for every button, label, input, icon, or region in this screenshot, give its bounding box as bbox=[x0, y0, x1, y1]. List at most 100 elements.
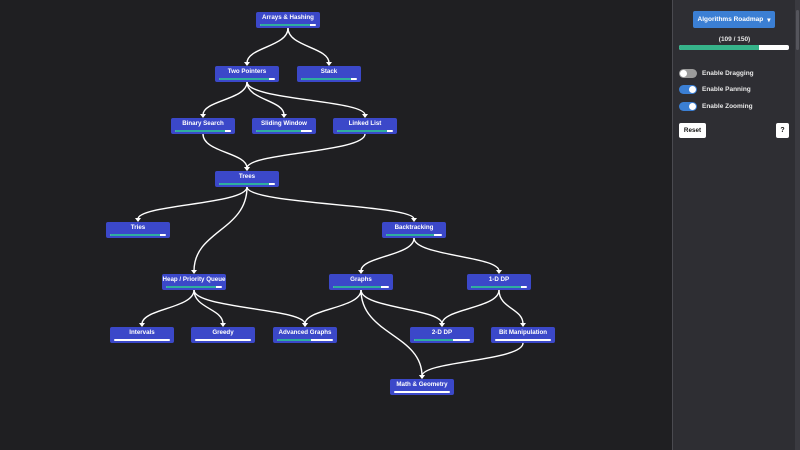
roadmap-node-trees[interactable]: Trees bbox=[215, 171, 279, 187]
roadmap-node-progress-fill bbox=[337, 130, 388, 132]
roadmap-node-tries[interactable]: Tries bbox=[106, 222, 170, 238]
toggle-row-dragging: Enable Dragging bbox=[679, 68, 754, 78]
toggle-row-panning: Enable Panning bbox=[679, 84, 751, 94]
roadmap-node-progress-bar bbox=[195, 339, 251, 341]
edge-backtracking-graphs bbox=[360, 237, 415, 272]
roadmap-node-label: Math & Geometry bbox=[396, 381, 448, 388]
edge-binary_search-trees bbox=[202, 133, 248, 169]
edge-arrowhead-dp1-dp2 bbox=[439, 323, 445, 327]
roadmap-node-progress-bar bbox=[337, 130, 393, 132]
edge-arrowhead-backtracking-graphs bbox=[358, 270, 364, 274]
roadmap-node-math-geometry[interactable]: Math & Geometry bbox=[390, 379, 454, 395]
caret-down-icon: ▾ bbox=[767, 16, 771, 24]
roadmap-node-progress-bar bbox=[110, 234, 166, 236]
roadmap-node-backtracking[interactable]: Backtracking bbox=[382, 222, 446, 238]
edge-two_pointers-binary_search bbox=[202, 81, 248, 116]
edge-trees-heap bbox=[193, 186, 248, 272]
toggle-row-zooming: Enable Zooming bbox=[679, 101, 753, 111]
edge-linked_list-trees bbox=[246, 133, 366, 169]
edge-arrowhead-two_pointers-binary_search bbox=[200, 114, 206, 118]
edge-arrowhead-two_pointers-linked_list bbox=[362, 114, 368, 118]
roadmap-node-label: Tries bbox=[130, 224, 146, 231]
roadmap-node-progress-fill bbox=[219, 183, 270, 185]
edge-trees-backtracking bbox=[246, 186, 415, 220]
roadmap-node-progress-fill bbox=[110, 234, 161, 236]
roadmap-node-label: Greedy bbox=[212, 329, 234, 336]
roadmap-node-intervals[interactable]: Intervals bbox=[110, 327, 174, 343]
edge-dp1-bit_manipulation bbox=[498, 289, 524, 325]
edge-two_pointers-sliding_window bbox=[246, 81, 285, 116]
edge-graphs-advanced_graphs bbox=[304, 289, 362, 325]
overall-progress-bar bbox=[679, 45, 789, 50]
roadmap-node-label: Trees bbox=[238, 173, 256, 180]
roadmap-node-label: Binary Search bbox=[182, 120, 224, 127]
edge-arrowhead-heap-greedy bbox=[220, 323, 226, 327]
roadmap-node-dp2[interactable]: 2-D DP bbox=[410, 327, 474, 343]
roadmap-node-progress-bar bbox=[219, 78, 275, 80]
roadmap-node-advanced-graphs[interactable]: Advanced Graphs bbox=[273, 327, 337, 343]
zooming-toggle[interactable] bbox=[679, 101, 697, 111]
edge-dp1-dp2 bbox=[441, 289, 500, 325]
roadmap-node-arrays[interactable]: Arrays & Hashing bbox=[256, 12, 320, 28]
edge-heap-greedy bbox=[193, 289, 224, 325]
roadmap-node-progress-bar bbox=[114, 339, 170, 341]
roadmap-select-button[interactable]: Algorithms Roadmap ▾ bbox=[693, 11, 775, 28]
dragging-toggle[interactable] bbox=[679, 68, 697, 78]
roadmap-node-dp1[interactable]: 1-D DP bbox=[467, 274, 531, 290]
roadmap-node-progress-fill bbox=[175, 130, 226, 132]
roadmap-node-graphs[interactable]: Graphs bbox=[329, 274, 393, 290]
roadmap-node-progress-fill bbox=[414, 339, 454, 341]
edge-arrowhead-graphs-advanced_graphs bbox=[302, 323, 308, 327]
roadmap-node-two-pointers[interactable]: Two Pointers bbox=[215, 66, 279, 82]
roadmap-node-sliding-window[interactable]: Sliding Window bbox=[252, 118, 316, 134]
panning-toggle-label: Enable Panning bbox=[702, 85, 751, 93]
roadmap-node-label: Linked List bbox=[348, 120, 382, 127]
edge-trees-tries bbox=[137, 186, 248, 220]
zooming-toggle-label: Enable Zooming bbox=[702, 102, 753, 110]
roadmap-node-stack[interactable]: Stack bbox=[297, 66, 361, 82]
roadmap-node-progress-fill bbox=[301, 78, 352, 80]
panning-toggle[interactable] bbox=[679, 84, 697, 94]
edge-arrowhead-backtracking-dp1 bbox=[496, 270, 502, 274]
roadmap-node-label: 2-D DP bbox=[431, 329, 453, 336]
control-panel: Algorithms Roadmap ▾ (109 / 150) Enable … bbox=[672, 0, 800, 450]
roadmap-node-progress-bar bbox=[495, 339, 551, 341]
edge-arrowhead-two_pointers-sliding_window bbox=[281, 114, 287, 118]
edge-arrowhead-dp1-bit_manipulation bbox=[520, 323, 526, 327]
roadmap-node-bit-manipulation[interactable]: Bit Manipulation bbox=[491, 327, 555, 343]
panel-scrollbar[interactable] bbox=[795, 0, 800, 450]
roadmap-node-progress-bar bbox=[471, 286, 527, 288]
roadmap-select-label: Algorithms Roadmap bbox=[697, 16, 764, 23]
edge-arrowhead-heap-intervals bbox=[139, 323, 145, 327]
dragging-toggle-label: Enable Dragging bbox=[702, 69, 754, 77]
roadmap-node-greedy[interactable]: Greedy bbox=[191, 327, 255, 343]
roadmap-node-label: Backtracking bbox=[394, 224, 434, 231]
reset-button[interactable]: Reset bbox=[679, 123, 706, 138]
roadmap-node-label: Two Pointers bbox=[227, 68, 267, 75]
roadmap-node-progress-bar bbox=[394, 391, 450, 393]
roadmap-node-progress-fill bbox=[166, 286, 217, 288]
edge-arrowhead-bit_manipulation-math_geometry bbox=[419, 375, 425, 379]
roadmap-node-label: Graphs bbox=[350, 276, 372, 283]
roadmap-node-progress-bar bbox=[166, 286, 222, 288]
help-button[interactable]: ? bbox=[776, 123, 789, 138]
roadmap-node-progress-fill bbox=[256, 130, 301, 132]
edge-arrays-stack bbox=[287, 27, 330, 64]
roadmap-node-label: Stack bbox=[320, 68, 338, 75]
edge-arrowhead-arrays-two_pointers bbox=[244, 62, 250, 66]
edge-arrowhead-trees-backtracking bbox=[411, 218, 417, 222]
roadmap-node-heap[interactable]: Heap / Priority Queue bbox=[162, 274, 226, 290]
roadmap-node-binary-search[interactable]: Binary Search bbox=[171, 118, 235, 134]
edge-bit_manipulation-math_geometry bbox=[421, 342, 524, 377]
roadmap-node-linked-list[interactable]: Linked List bbox=[333, 118, 397, 134]
roadmap-edges bbox=[135, 27, 526, 379]
edge-arrays-two_pointers bbox=[246, 27, 289, 64]
roadmap-node-progress-fill bbox=[471, 286, 522, 288]
roadmap-node-progress-bar bbox=[260, 24, 316, 26]
edge-arrowhead-trees-tries bbox=[135, 218, 141, 222]
edge-graphs-math_geometry bbox=[360, 289, 423, 377]
edge-graphs-dp2 bbox=[360, 289, 443, 325]
roadmap-node-progress-bar bbox=[219, 183, 275, 185]
roadmap-node-progress-fill bbox=[260, 24, 311, 26]
